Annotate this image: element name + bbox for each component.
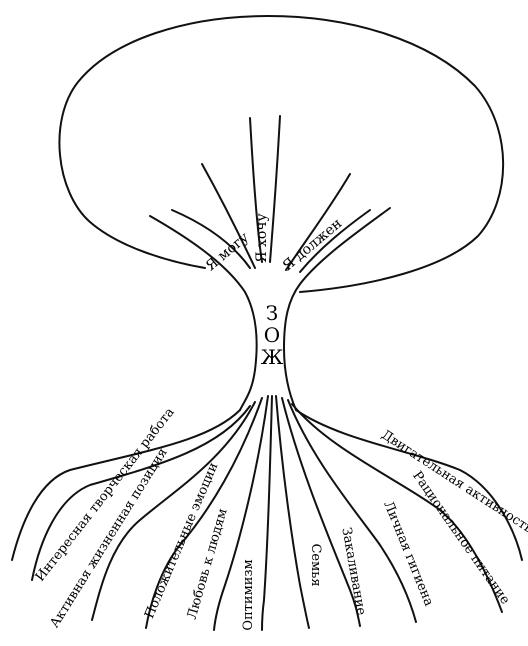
root-label-hygiene: Личная гигиена [380, 499, 436, 609]
branch-inner-4 [270, 116, 280, 262]
root-label-family: Семья [308, 543, 323, 586]
zozh-letter-1: З [266, 301, 278, 325]
zozh-letter-2: О [264, 323, 280, 347]
trunk-right [284, 208, 390, 410]
root-line-6 [276, 396, 309, 628]
root-label-optimism: Оптимизм [241, 559, 256, 630]
branch-label-dolzhen: Я должен [280, 216, 346, 275]
zozh-letter-3: Ж [261, 345, 284, 369]
branch-label-mogu: Я могу [203, 229, 253, 274]
tree-crown [59, 16, 503, 292]
branch-label-hochu: Я хочу [254, 212, 270, 262]
